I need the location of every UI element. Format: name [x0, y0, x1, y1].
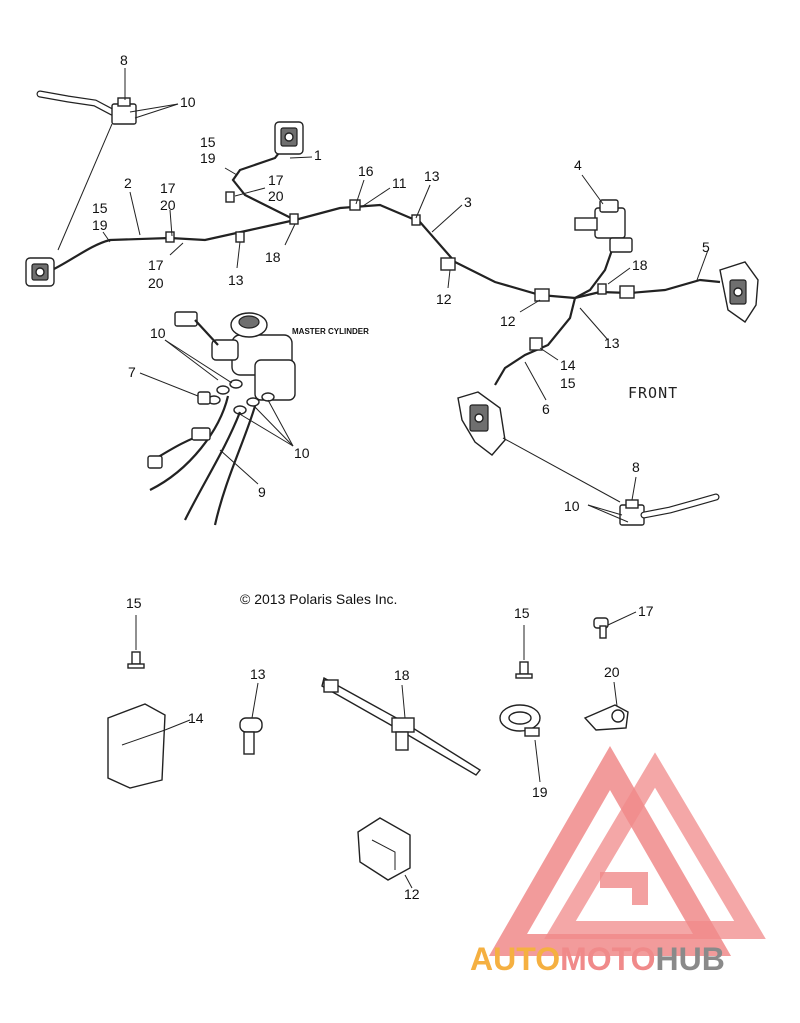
lower-brake-hose-fitting [619, 493, 720, 526]
callout-20: 20 [268, 188, 284, 204]
p-clamp-19 [499, 704, 541, 783]
callout-13: 13 [604, 335, 620, 351]
upper-brake-hose-fitting [36, 90, 137, 125]
callout-4: 4 [574, 157, 582, 173]
callout-10: 10 [564, 498, 580, 514]
screw-17 [593, 611, 637, 639]
brake-line-upper-branch [231, 144, 296, 221]
callout-14: 14 [188, 710, 204, 726]
callout-2: 2 [124, 175, 132, 191]
bracket-12 [357, 817, 413, 889]
callout-11: 11 [392, 175, 407, 191]
callout-14: 14 [560, 357, 576, 373]
line-clips [165, 191, 635, 351]
callout-19: 19 [532, 784, 548, 800]
callout-17: 17 [160, 180, 176, 196]
copyright-caption: © 2013 Polaris Sales Inc. [240, 591, 397, 607]
clip-13 [239, 682, 263, 755]
brake-valve-assembly [574, 199, 633, 253]
callout-17: 17 [148, 257, 164, 273]
callout-18: 18 [265, 249, 281, 265]
callout-10: 10 [180, 94, 196, 110]
master-cylinder-lines [147, 395, 257, 526]
brake-line-rear-branch [599, 278, 721, 295]
logo-text-moto: MOTO [560, 941, 655, 977]
callout-1: 1 [314, 147, 322, 163]
brake-line-main [47, 203, 601, 300]
clip-20 [583, 681, 629, 731]
callout-12: 12 [436, 291, 452, 307]
rear-caliper [719, 261, 759, 323]
callout-3: 3 [464, 194, 472, 210]
callout-15: 15 [200, 134, 216, 150]
master-cylinder [174, 311, 296, 401]
callout-15: 15 [560, 375, 576, 391]
callout-18: 18 [394, 667, 410, 683]
callout-18: 18 [632, 257, 648, 273]
callout-13: 13 [424, 168, 440, 184]
callout-5: 5 [702, 239, 710, 255]
callout-7: 7 [128, 364, 136, 380]
callout-8: 8 [632, 459, 640, 475]
screw-15-left [127, 615, 145, 669]
callout-20: 20 [160, 197, 176, 213]
callout-numbers: 8 10 1 15 19 17 20 2 17 20 15 19 17 20 1… [92, 52, 710, 902]
leader-line [502, 437, 621, 503]
svg-text:AUTOMOTOHUB: AUTOMOTOHUB [470, 941, 725, 977]
automotohub-logo: AUTOMOTOHUB [470, 745, 766, 977]
callout-19: 19 [92, 217, 108, 233]
front-label: FRONT [628, 384, 678, 402]
callout-12: 12 [500, 313, 516, 329]
callout-8: 8 [120, 52, 128, 68]
leader-line [57, 123, 113, 251]
logo-text-hub: HUB [655, 941, 724, 977]
callout-20: 20 [148, 275, 164, 291]
logo-text-auto: AUTO [470, 941, 560, 977]
upper-caliper [274, 121, 304, 155]
callout-13: 13 [228, 272, 244, 288]
cable-tie-18 [321, 676, 482, 776]
callout-15: 15 [514, 605, 530, 621]
left-front-caliper [25, 257, 55, 287]
lower-front-caliper [457, 391, 506, 456]
callout-17: 17 [268, 172, 284, 188]
callout-17: 17 [638, 603, 654, 619]
callout-15: 15 [126, 595, 142, 611]
callout-12: 12 [404, 886, 420, 902]
master-cylinder-label: MASTER CYLINDER [292, 327, 369, 336]
callout-19: 19 [200, 150, 216, 166]
callout-6: 6 [542, 401, 550, 417]
callout-13: 13 [250, 666, 266, 682]
callout-16: 16 [358, 163, 374, 179]
callout-leaders [102, 68, 709, 523]
callout-9: 9 [258, 484, 266, 500]
callout-10: 10 [150, 325, 166, 341]
callout-20: 20 [604, 664, 620, 680]
callout-15: 15 [92, 200, 108, 216]
callout-10: 10 [294, 445, 310, 461]
screw-15-right [515, 625, 533, 679]
clamp-14 [107, 703, 191, 789]
